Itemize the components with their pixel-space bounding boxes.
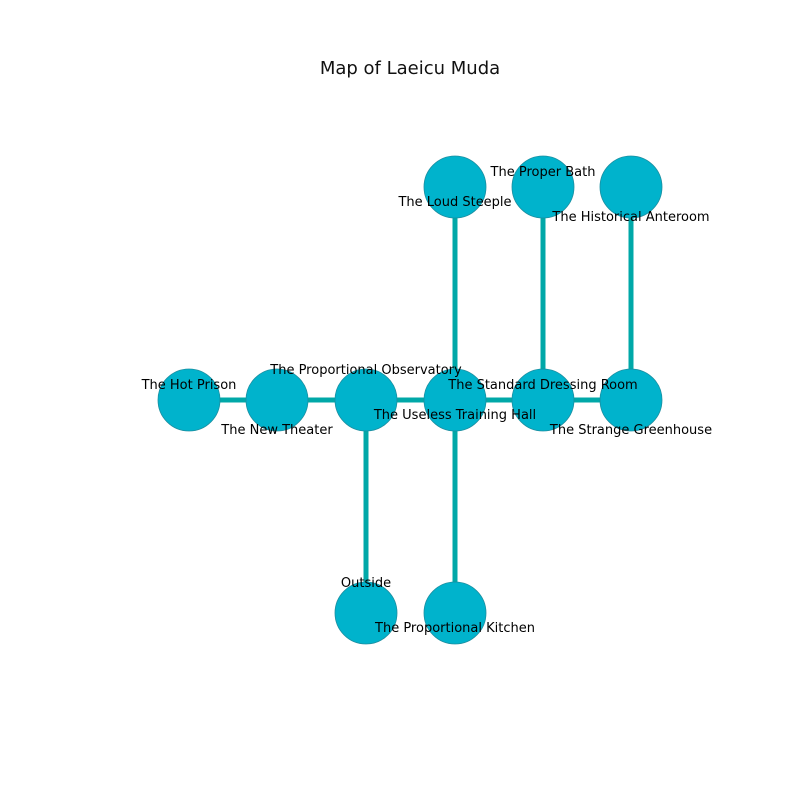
room-label-proportional-observatory: The Proportional Observatory xyxy=(269,363,462,378)
room-node-outside xyxy=(334,581,398,645)
room-label-proper-bath: The Proper Bath xyxy=(490,165,596,180)
room-node-standard-dressing-room xyxy=(511,368,575,432)
room-node-strange-greenhouse xyxy=(599,368,663,432)
room-label-strange-greenhouse: The Strange Greenhouse xyxy=(549,423,712,438)
room-label-hot-prison: The Hot Prison xyxy=(141,378,237,393)
room-node-new-theater xyxy=(245,368,309,432)
room-label-loud-steeple: The Loud Steeple xyxy=(397,195,511,210)
room-node-proportional-kitchen xyxy=(423,581,487,645)
room-node-proportional-observatory xyxy=(334,368,398,432)
room-node-hot-prison xyxy=(157,368,221,432)
rooms-layer xyxy=(157,155,663,645)
room-label-historical-anteroom: The Historical Anteroom xyxy=(551,210,709,225)
room-node-proper-bath xyxy=(511,155,575,219)
room-label-standard-dressing-room: The Standard Dressing Room xyxy=(447,378,637,393)
room-label-proportional-kitchen: The Proportional Kitchen xyxy=(374,621,535,636)
map-title: Map of Laeicu Muda xyxy=(320,58,500,79)
room-label-outside: Outside xyxy=(341,576,391,591)
room-label-new-theater: The New Theater xyxy=(220,423,333,438)
room-node-loud-steeple xyxy=(423,155,487,219)
room-label-useless-training-hall: The Useless Training Hall xyxy=(373,408,536,423)
room-node-historical-anteroom xyxy=(599,155,663,219)
room-node-useless-training-hall xyxy=(423,368,487,432)
